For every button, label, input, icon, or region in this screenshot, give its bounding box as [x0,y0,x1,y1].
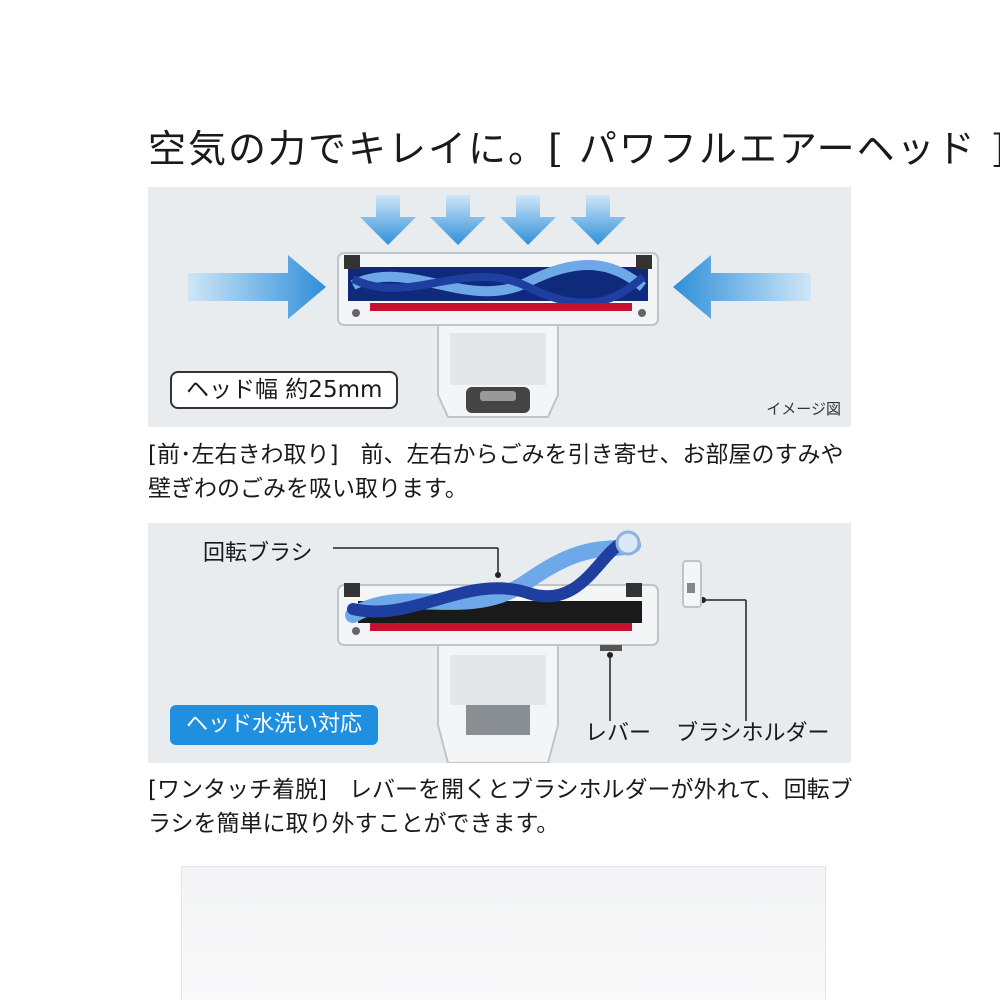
vacuum-head [337,530,702,763]
section2-text: レバーを開くとブラシホルダーが外れて、回転ブラシを簡単に取り外すことができます。 [148,777,853,837]
product-image-placeholder [181,866,826,1000]
right-arrow-icon [188,255,326,319]
vacuum-head-brush-illustration [333,530,747,763]
head-width-badge: ヘッド幅 約25mm [170,371,399,409]
left-arrow-icon [673,255,811,319]
vacuum-head [337,252,659,418]
image-note: イメージ図 [766,400,841,418]
vacuum-head-airflow-illustration [188,195,811,418]
section1-text: 前、左右からごみを引き寄せ、お部屋のすみや壁ぎわのごみを吸い取ります。 [148,442,844,502]
page-title: 空気の力でキレイに。[ パワフルエアーヘッド ] [148,127,1000,171]
section1-description: [前･左右きわ取り]前、左右からごみを引き寄せ、お部屋のすみや壁ぎわのごみを吸い… [148,438,858,506]
section2-tag: [ワンタッチ着脱] [148,777,327,803]
washable-head-badge: ヘッド水洗い対応 [170,705,379,745]
down-arrow-icon [360,195,626,245]
callout-lever: レバー [585,721,652,746]
section2-description: [ワンタッチ着脱]レバーを開くとブラシホルダーが外れて、回転ブラシを簡単に取り外… [148,773,858,841]
section1-tag: [前･左右きわ取り] [148,442,339,468]
airflow-illustration-panel: ヘッド幅 約25mm イメージ図 [148,187,851,427]
brush-removal-illustration-panel: 回転ブラシ ヘッド水洗い対応 レバー ブラシホルダー [148,523,851,763]
callout-brush-holder: ブラシホルダー [676,721,830,746]
callout-rotating-brush: 回転ブラシ [203,541,313,566]
